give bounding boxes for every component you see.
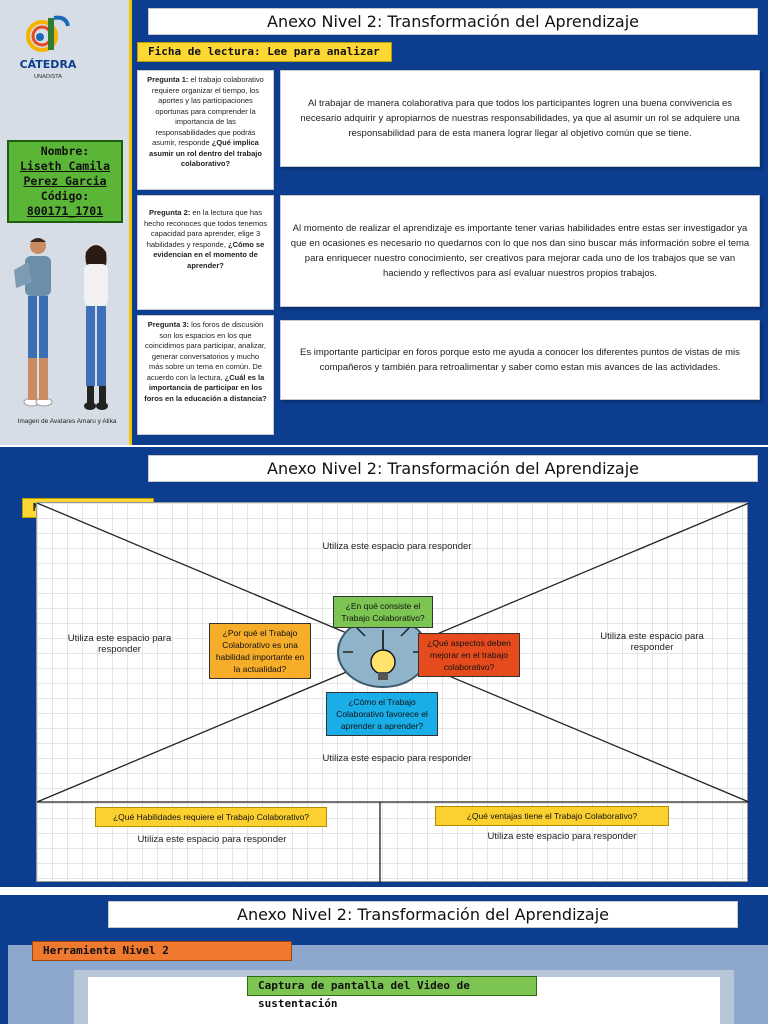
reading-sheet-tag: Ficha de lectura: Lee para analizar (137, 42, 392, 62)
question-right: ¿Qué aspectos deben mejorar en el trabaj… (418, 633, 520, 677)
question-2-bold: ¿Cómo se evidencian en el momento de apr… (153, 239, 265, 270)
annex-title-3: Anexo Nivel 2: Transformación del Aprend… (108, 901, 738, 928)
question-3-label: Pregunta 3: (147, 320, 190, 329)
question-1-label: Pregunta 1: (147, 75, 189, 84)
logo-subtext: UNADISTA (34, 74, 62, 80)
catedra-logo: CÁTEDRA UNADISTA (20, 15, 77, 80)
answer-1-text: Al trabajar de manera colaborativa para … (300, 98, 740, 139)
question-bottom-right: ¿Qué ventajas tiene el Trabajo Colaborat… (435, 806, 669, 826)
empathy-map: Utiliza este espacio para responder Util… (36, 502, 749, 883)
annex-title: Anexo Nivel 2: Transformación del Aprend… (148, 8, 758, 35)
avatars-illustration (14, 238, 108, 410)
student-name-line1: Liseth Camila (19, 159, 110, 173)
bottom-left-response-area[interactable]: Utiliza este espacio para responder (137, 834, 287, 845)
name-label: Nombre: (40, 144, 90, 158)
left-response-area[interactable]: Utiliza este espacio para responder (67, 633, 172, 655)
tool-level-2-section: Anexo Nivel 2: Transformación del Aprend… (0, 895, 768, 1024)
reading-sheet-section: CÁTEDRA UNADISTA Nombre: Liseth Camila P… (0, 0, 768, 445)
question-3-text: los foros de discusión son los espacios … (145, 320, 266, 382)
question-2-card: Pregunta 2: en la lectura que has hecho … (137, 195, 274, 310)
question-bottom-left: ¿Qué Habilidades requiere el Trabajo Col… (95, 807, 327, 827)
bottom-right-response-area[interactable]: Utiliza este espacio para responder (487, 831, 637, 842)
logo-text: CÁTEDRA (20, 58, 77, 71)
empathy-map-section: Anexo Nivel 2: Transformación del Aprend… (0, 447, 768, 887)
top-response-area[interactable]: Utiliza este espacio para responder (322, 541, 472, 552)
answer-2-box: Al momento de realizar el aprendizaje es… (280, 195, 760, 307)
question-2-label: Pregunta 2: (149, 208, 191, 217)
question-2-text: en la lectura que has hecho reconoces qu… (144, 208, 267, 249)
tool-level-2-tag: Herramienta Nivel 2 (32, 941, 292, 961)
student-code: 800171_1701 (26, 204, 104, 218)
center-bottom-response-area[interactable]: Utiliza este espacio para responder (322, 753, 472, 764)
question-3-bold: ¿Cuál es la importancia de participar en… (144, 372, 267, 403)
lightbulb-icon (337, 616, 429, 688)
avatars-caption: Imagen de Avatares Amaru y Alika (17, 418, 117, 425)
question-1-text: el trabajo colaborativo requiere organiz… (151, 75, 264, 147)
answer-3-text: Es importante participar en foros porque… (300, 347, 740, 373)
answer-1-box: Al trabajar de manera colaborativa para … (280, 70, 760, 167)
question-1-bold: ¿Qué implica asumir un rol dentro del tr… (149, 138, 262, 168)
question-3-card: Pregunta 3: los foros de discusión son l… (137, 315, 274, 435)
question-left: ¿Por qué el Trabajo Colaborativo es una … (209, 623, 311, 679)
student-info-box: Nombre: Liseth Camila Perez Garcia Códig… (7, 140, 123, 223)
right-response-area[interactable]: Utiliza este espacio para responder (600, 631, 704, 653)
video-screenshot-tag: Captura de pantalla del Video de sustent… (247, 976, 537, 1010)
student-name-line2: Perez Garcia (23, 174, 107, 188)
question-center-top: ¿En qué consiste el Trabajo Colaborativo… (333, 596, 433, 628)
answer-3-box: Es importante participar en foros porque… (280, 320, 760, 400)
answer-2-text: Al momento de realizar el aprendizaje es… (290, 223, 750, 279)
student-sidebar: CÁTEDRA UNADISTA Nombre: Liseth Camila P… (0, 0, 132, 445)
code-label: Código: (40, 189, 90, 203)
annex-title-2: Anexo Nivel 2: Transformación del Aprend… (148, 455, 758, 482)
question-1-card: Pregunta 1: el trabajo colaborativo requ… (137, 70, 274, 190)
question-center-bottom: ¿Cómo el Trabajo Colaborativo favorece e… (326, 692, 438, 736)
